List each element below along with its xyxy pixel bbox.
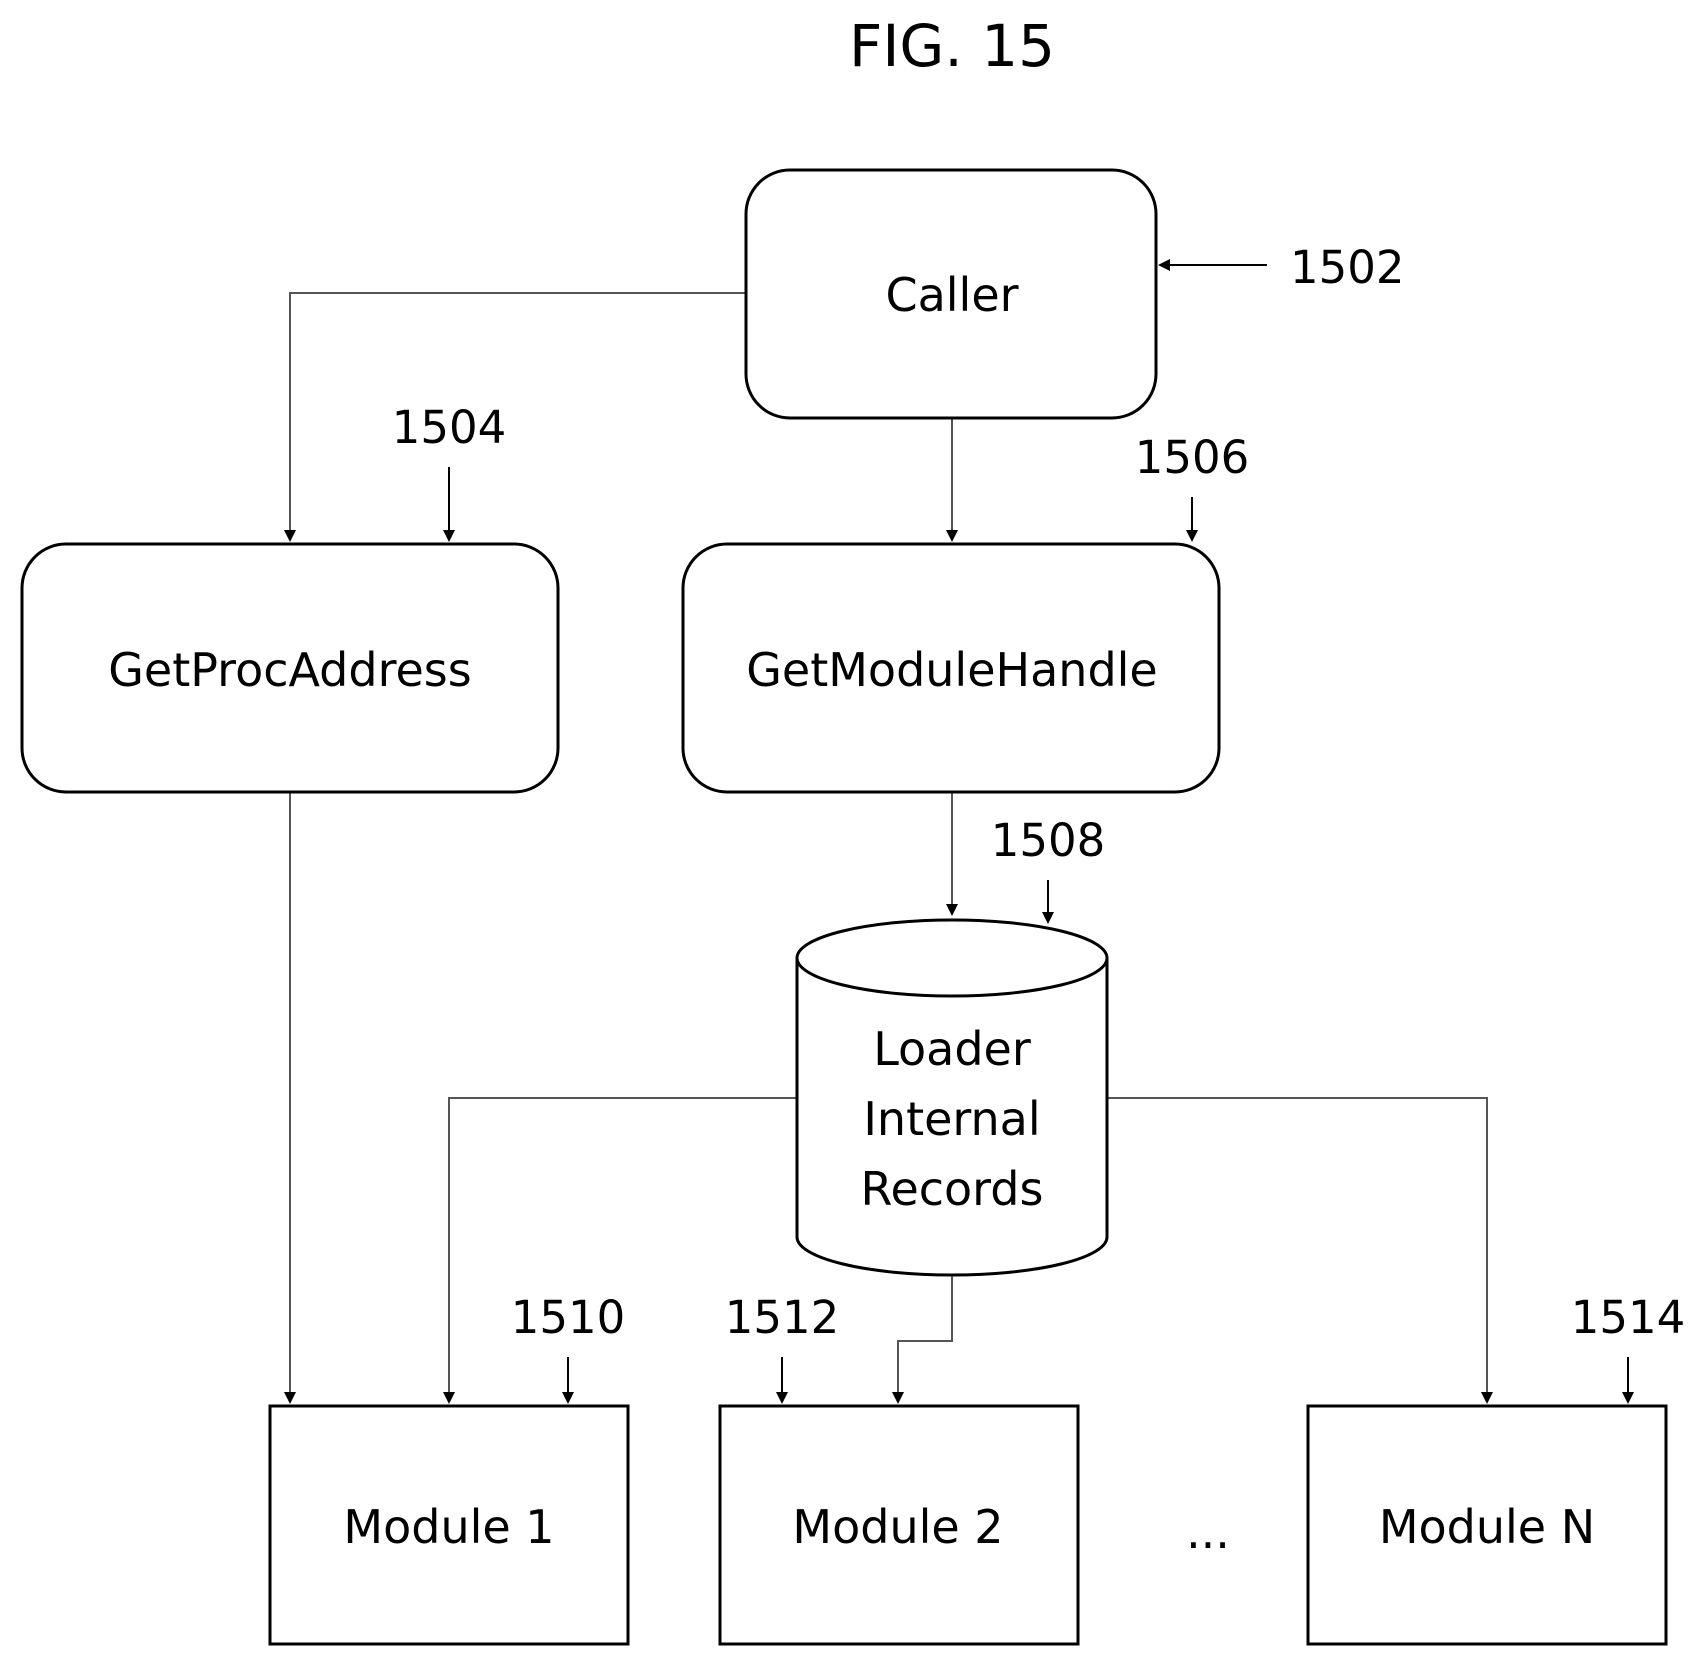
ref-label-1512: 1512: [725, 1291, 840, 1344]
getprocaddress-label: GetProcAddress: [108, 643, 471, 697]
ref-label-1502: 1502: [1290, 241, 1405, 294]
edge-loader-records-to-module-2: [898, 1276, 952, 1402]
module-1-node: Module 1: [270, 1406, 628, 1644]
edge-loader-records-to-module-n: [1107, 1098, 1487, 1402]
loader-records-label-line-2: Internal: [863, 1092, 1040, 1146]
ref-label-1508: 1508: [991, 814, 1106, 867]
module-n-node: Module N: [1308, 1406, 1666, 1644]
ref-label-1514: 1514: [1571, 1291, 1686, 1344]
module-n-label: Module N: [1379, 1500, 1595, 1554]
loader-records-cylinder-top: [797, 920, 1107, 996]
module-1-label: Module 1: [343, 1500, 554, 1554]
ref-label-1504: 1504: [392, 401, 507, 454]
caller-label: Caller: [885, 268, 1018, 322]
edge-caller-to-getprocaddress: [290, 293, 745, 540]
ref-label-1506: 1506: [1135, 431, 1250, 484]
module-2-label: Module 2: [792, 1500, 1003, 1554]
loader-records-label-line-1: Loader: [873, 1022, 1031, 1076]
ref-label-1510: 1510: [511, 1291, 626, 1344]
loader-records-node: Loader Internal Records: [797, 920, 1107, 1275]
module-ellipsis: ...: [1186, 1505, 1230, 1559]
getmodulehandle-label: GetModuleHandle: [746, 643, 1157, 697]
figure-title: FIG. 15: [849, 12, 1055, 80]
edge-loader-records-to-module-1: [449, 1098, 797, 1402]
getmodulehandle-node: GetModuleHandle: [683, 544, 1219, 792]
loader-records-label-line-3: Records: [861, 1162, 1044, 1216]
module-2-node: Module 2: [720, 1406, 1078, 1644]
getprocaddress-node: GetProcAddress: [22, 544, 558, 792]
caller-node: Caller: [746, 170, 1156, 418]
